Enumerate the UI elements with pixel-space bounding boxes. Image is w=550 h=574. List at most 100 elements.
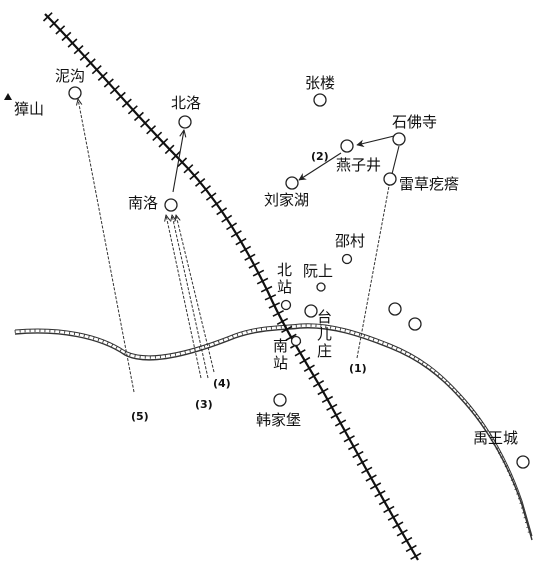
river-hatch [250, 329, 253, 333]
river-hatch [368, 336, 370, 340]
river-hatch [184, 350, 186, 354]
rail-tie [326, 403, 338, 411]
river-hatch [413, 356, 416, 360]
river-hatch [479, 421, 483, 425]
rail-tie [303, 364, 315, 372]
label-beizhan: 北站 [277, 261, 292, 296]
river-hatch [124, 351, 127, 355]
river-hatch [458, 394, 462, 398]
river-hatch [404, 351, 407, 355]
town-shaocun-marker [341, 253, 353, 265]
river-hatch [213, 341, 215, 346]
rail-tie [272, 309, 284, 317]
river-hatch [527, 531, 531, 533]
river-hatch [468, 405, 471, 409]
river-hatch [97, 338, 100, 342]
river-hatch [208, 343, 211, 347]
river-hatch [83, 333, 86, 338]
river-hatch [339, 327, 342, 331]
town-east2-marker [408, 317, 422, 331]
rail-tie [276, 317, 289, 326]
river-hatch [353, 331, 356, 335]
label-ruanshang: 阮上 [303, 262, 333, 280]
town-beiluo-marker [178, 115, 192, 129]
river-hatch [106, 341, 109, 345]
rail-tie [152, 131, 163, 141]
rail-tie [194, 177, 206, 187]
river-hatch [395, 347, 398, 351]
river-hatch [222, 338, 225, 342]
rail-tie [264, 294, 277, 301]
river-hatch [203, 345, 206, 349]
rail-tie [330, 411, 342, 419]
rail-tie [79, 51, 90, 61]
river-hatch [68, 331, 71, 335]
river-hatch [227, 336, 230, 340]
river-hatch [477, 417, 481, 421]
label-hanjiabao: 韩家堡 [256, 411, 301, 429]
rail-tie [369, 482, 382, 490]
river-hatch [512, 483, 516, 486]
river-hatch [425, 364, 429, 368]
river-hatch [78, 333, 81, 337]
river-hatch [497, 451, 502, 454]
river-hatch [421, 361, 425, 365]
river-hatch [363, 334, 366, 338]
river-hatch [102, 339, 105, 343]
river-hatch [437, 373, 440, 377]
river-hatch [474, 413, 478, 417]
river-hatch [198, 346, 201, 350]
river-hatch [482, 425, 486, 429]
river-hatch [461, 398, 465, 401]
town-hanjiabao-marker [273, 393, 287, 407]
river-hatch [429, 367, 433, 371]
station-nanzhan-marker [290, 335, 302, 347]
river-hatch [522, 511, 526, 514]
town-leicao-marker [383, 172, 397, 186]
route-5-line [78, 99, 135, 393]
label-taierzhuang: 台儿庄 [317, 308, 332, 360]
rail-tie [97, 71, 108, 81]
town-ruanshang-marker [316, 282, 326, 292]
river-hatch [524, 521, 529, 524]
town-nigou-marker [68, 86, 82, 100]
rail-tie [361, 466, 373, 474]
label-liujiahu: 刘家湖 [264, 191, 309, 209]
rail-tie [396, 529, 408, 537]
river-hatch [504, 465, 508, 468]
river-hatch [334, 326, 337, 330]
river-hatch [236, 333, 239, 337]
railway [42, 12, 422, 561]
river-hatch [217, 340, 220, 344]
rail-tie [61, 31, 72, 42]
route-2-seg-a [356, 135, 395, 148]
rail-tie [103, 78, 114, 88]
towns [68, 86, 530, 469]
river-hatch [506, 469, 510, 472]
rail-tie [230, 230, 242, 238]
rail-tie [252, 269, 265, 277]
river-hatch [246, 330, 248, 334]
river-hatch [344, 328, 347, 332]
river-hatch [508, 474, 512, 477]
route-1-line [356, 185, 390, 359]
river-hatch [523, 516, 527, 519]
rail-tie [339, 427, 351, 435]
rail-tie [299, 356, 311, 365]
rail-tie [343, 435, 355, 443]
rail-tie [42, 12, 53, 22]
town-taierzhuang-marker [304, 304, 318, 318]
route-labels: (1) (2) (3) (4) (5) [131, 150, 367, 423]
river-hatch [517, 497, 522, 500]
rail-tie [49, 18, 59, 29]
label-yuwangcheng: 禹王城 [473, 429, 518, 447]
rail-tie [67, 38, 78, 48]
rail-tie [189, 170, 200, 181]
river-hatch [433, 370, 437, 374]
river-hatch [519, 502, 523, 504]
river-hatch [377, 339, 380, 343]
rail-tie [226, 222, 238, 231]
river-hatch [471, 409, 475, 413]
river-hatch [73, 332, 76, 336]
river-hatch [490, 438, 494, 441]
